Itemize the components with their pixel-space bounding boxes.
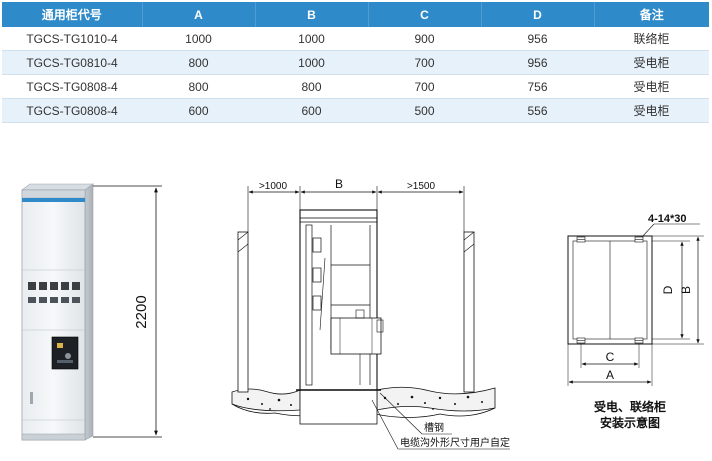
cabinet-section — [296, 209, 384, 391]
cell-a: 600 — [142, 98, 255, 123]
table-row: TGCS-TG0810-4 800 1000 700 956 受电柜 — [2, 50, 709, 75]
height-dimension — [93, 185, 162, 438]
cell-c: 900 — [368, 27, 481, 51]
cell-b: 1000 — [255, 27, 368, 51]
caption-line1: 受电、联络柜 — [594, 399, 666, 414]
caption-line2: 安装示意图 — [600, 415, 660, 430]
col-header-remark: 备注 — [594, 2, 709, 27]
spec-table: 通用柜代号 A B C D 备注 TGCS-TG1010-4 1000 1000… — [2, 2, 709, 123]
cell-b: 800 — [255, 74, 368, 99]
cell-remark: 受电柜 — [594, 74, 709, 99]
col-header-code: 通用柜代号 — [2, 2, 143, 27]
table-row: TGCS-TG0808-4 800 800 700 756 受电柜 — [2, 74, 709, 99]
col-header-b: B — [255, 2, 369, 27]
cell-d: 956 — [481, 50, 594, 75]
mounting-holes — [576, 236, 644, 344]
cable-trench-label: 电缆沟外形尺寸用户自定 — [400, 436, 510, 449]
plan-dimensions — [567, 235, 704, 386]
a-dimension-label: A — [606, 368, 614, 382]
col-header-d: D — [481, 2, 595, 27]
cell-code: TGCS-TG0808-4 — [2, 98, 142, 123]
col-header-c: C — [368, 2, 482, 27]
cell-code: TGCS-TG0808-4 — [2, 74, 142, 99]
cell-c: 500 — [368, 98, 481, 123]
cell-remark: 受电柜 — [594, 50, 709, 75]
d-dimension-label: D — [661, 285, 675, 294]
floor-section — [231, 386, 496, 425]
middle-dimensions — [247, 186, 465, 232]
cell-b: 600 — [255, 98, 368, 123]
plan-view — [567, 223, 700, 345]
cell-c: 700 — [368, 50, 481, 75]
wall-right — [463, 231, 475, 393]
cell-a: 1000 — [142, 27, 255, 51]
b-dimension-label: B — [679, 286, 693, 294]
height-label: 2200 — [133, 295, 150, 328]
cell-code: TGCS-TG1010-4 — [2, 27, 142, 51]
cable-trench — [299, 389, 378, 425]
breaker-panel — [51, 336, 79, 370]
cell-d: 756 — [481, 74, 594, 99]
channel-steel-label: 槽钢 — [424, 421, 444, 434]
cell-b: 1000 — [255, 50, 368, 75]
cell-d: 956 — [481, 27, 594, 51]
cell-c: 700 — [368, 74, 481, 99]
meter-row — [28, 282, 80, 303]
wall-left — [237, 231, 249, 393]
cell-d: 556 — [481, 98, 594, 123]
leader-lines — [371, 392, 510, 450]
right-clearance-label: >1500 — [407, 181, 436, 192]
cell-a: 800 — [142, 50, 255, 75]
width-b-label: B — [335, 177, 343, 191]
cabinet-illustration — [21, 183, 94, 441]
cell-remark: 联络柜 — [594, 27, 709, 51]
table-row: TGCS-TG0808-4 600 600 500 556 受电柜 — [2, 98, 709, 123]
hole-spec-label: 4-14*30 — [648, 213, 687, 225]
table-row: TGCS-TG1010-4 1000 1000 900 956 联络柜 — [2, 27, 709, 51]
col-header-a: A — [142, 2, 256, 27]
cell-code: TGCS-TG0810-4 — [2, 50, 142, 75]
c-dimension-label: C — [606, 350, 615, 364]
left-clearance-label: >1000 — [259, 181, 288, 192]
table-header-row: 通用柜代号 A B C D 备注 — [2, 2, 709, 27]
cell-remark: 受电柜 — [594, 98, 709, 123]
cell-a: 800 — [142, 74, 255, 99]
